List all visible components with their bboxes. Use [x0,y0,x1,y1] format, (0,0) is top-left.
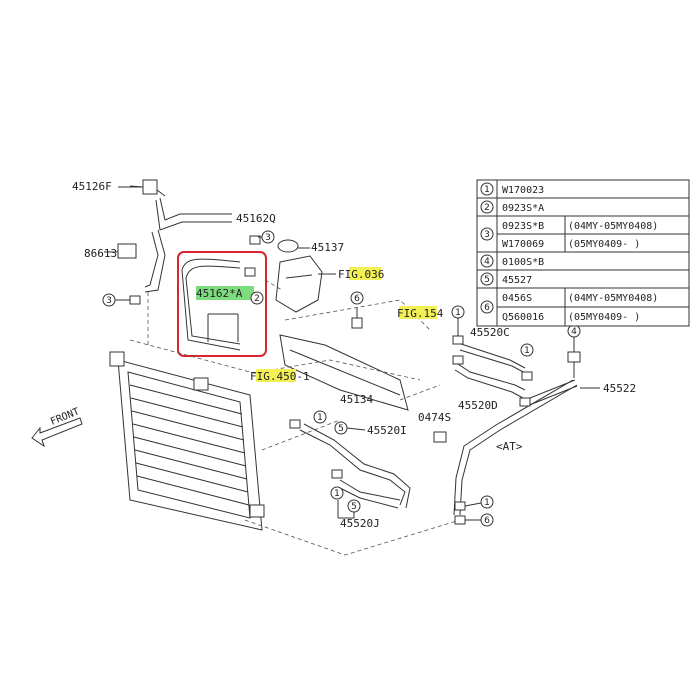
table-code-row-2: 0923S*A [502,203,544,214]
part-45126F [129,179,166,197]
svg-text:4: 4 [571,327,577,337]
table-num-3: 3 [484,230,490,240]
radiator [109,351,265,531]
hose-45162A [181,258,241,351]
bolt-4 [567,351,581,378]
table-code-row-1: W170023 [502,185,544,196]
svg-text:3: 3 [106,296,112,306]
part-45134 [279,334,409,411]
table-range-row-4: (05MY0409- ) [568,239,640,250]
label-86613: 86613 [84,247,117,260]
svg-text:1: 1 [334,489,340,499]
svg-text:3: 3 [265,233,271,243]
label-45520D: 45520D [458,399,498,412]
upper-hose-45162Q [144,197,232,293]
bolt-6-center [351,308,363,329]
svg-text:6: 6 [354,294,360,304]
table-range-row-7: (04MY-05MY0408) [568,293,658,304]
svg-text:2: 2 [254,294,260,304]
svg-text:5: 5 [351,502,357,512]
table-code-row-4: W170069 [502,239,544,250]
label-45134: 45134 [340,393,373,406]
highlight-fig036 [349,267,381,280]
table-range-row-3: (04MY-05MY0408) [568,221,658,232]
table-num-6: 6 [484,303,490,313]
table-num-4: 4 [484,257,490,267]
front-arrow: FRONT [31,406,83,448]
selection-box [177,251,267,357]
label-45520I: 45520I [367,424,407,437]
label-45522: 45522 [603,382,636,395]
table-code-row-6: 45527 [502,275,532,286]
fig-036-link[interactable]: FIG.036 [338,268,384,281]
label-45162Q: 45162Q [236,212,276,225]
label-45137: 45137 [311,241,344,254]
cooler-line-45520J [339,479,401,509]
table-num-5: 5 [484,275,490,285]
table-num-1: 1 [484,185,490,195]
table-code-row-5: 0100S*B [502,257,544,268]
callout-circles: 3 3 2 6 1 1 4 1 5 1 5 1 6 [102,230,581,527]
label-at: <AT> [496,440,523,453]
svg-text:5: 5 [338,424,344,434]
highlight-45162A [196,286,254,300]
reservoir-tank [275,239,323,313]
part-86613 [117,243,137,259]
label-45520J: 45520J [340,517,380,530]
svg-text:1: 1 [524,346,530,356]
svg-text:1: 1 [317,413,323,423]
cooler-line-45520C [454,341,528,375]
table-num-2: 2 [484,203,490,213]
label-45520C: 45520C [470,326,510,339]
parts-table: 1 2 3 4 5 6 W170023 0923S*A 0923S*B W170… [476,179,690,327]
cooler-line-45520D [454,361,526,399]
guide-lines [129,279,461,556]
cooler-pipe-45522 [453,379,578,516]
table-code-row-8: Q560016 [502,312,544,323]
svg-text:1: 1 [484,498,490,508]
label-45162A: 45162*A [196,287,243,300]
label-45126F: 45126F [72,180,112,193]
table-code-row-7: 0456S [502,293,532,304]
fig-154-link[interactable]: FIG.154 [397,307,444,320]
bolt-0474S [433,431,447,443]
highlight-fig450 [256,369,296,382]
fig-450-link[interactable]: FIG.450-1 [250,370,310,383]
table-code-row-3: 0923S*B [502,221,544,232]
svg-text:6: 6 [484,516,490,526]
highlight-fig154 [399,306,437,319]
table-range-row-8: (05MY0409- ) [568,312,640,323]
label-0474S: 0474S [418,411,451,424]
svg-text:1: 1 [455,308,461,318]
part-labels: 45126F 45162Q 86613 45137 FIG.036 45162*… [72,180,636,530]
cooler-line-45520I [299,423,411,509]
